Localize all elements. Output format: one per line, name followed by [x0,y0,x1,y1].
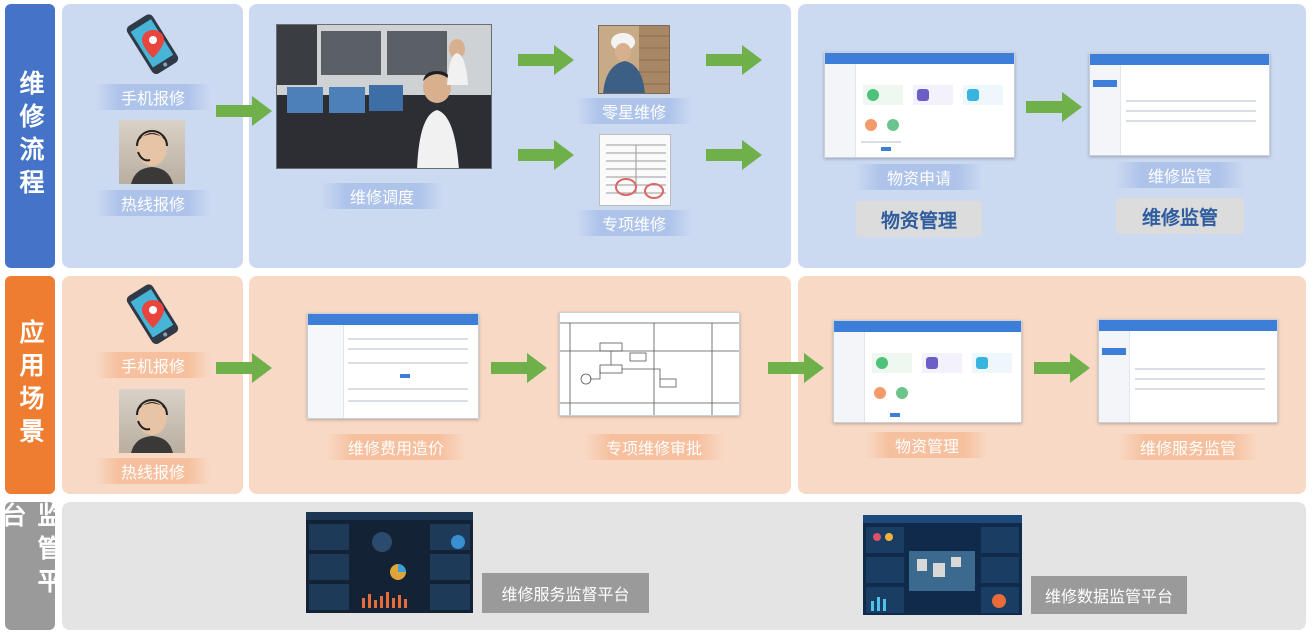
service-monitor-screenshot [1098,319,1278,423]
repair-monitor-button[interactable]: 维修监管 [1116,198,1244,234]
mobile-report-label: 手机报修 [96,84,210,110]
special-approval-label: 专项维修审批 [584,434,724,460]
flow-arrow-icon [706,140,762,170]
special-repair-label: 专项维修 [577,210,691,236]
flow-arrow-icon [1026,92,1082,122]
row-label-platform: 监管平台 [0,502,63,630]
minor-repair-photo [598,25,670,94]
data-supervision-platform-label[interactable]: 维修数据监管平台 [1031,576,1187,614]
dispatch-label: 维修调度 [322,183,442,209]
service-supervision-platform-label[interactable]: 维修服务监督平台 [482,573,649,613]
service-monitor-label: 维修服务监管 [1118,434,1258,460]
material-apply-screenshot [824,52,1015,158]
flow-arrow-icon [706,45,762,75]
mobile-phone-icon [126,284,179,344]
flow-arrow-icon [216,353,272,383]
scene-hotline-report-label: 热线报修 [96,458,210,484]
flow-arrow-icon [1034,353,1090,383]
flow-arrow-icon [216,96,272,126]
service-supervision-dashboard-screenshot [306,512,473,613]
repair-monitor-label: 维修监管 [1116,162,1244,188]
flow-arrow-icon [768,353,824,383]
repair-cost-label: 维修费用造价 [326,434,466,460]
material-management-button[interactable]: 物资管理 [856,201,982,237]
row-label-process: 维修流程 [5,4,55,268]
minor-repair-label: 零星维修 [577,98,691,124]
data-supervision-dashboard-screenshot [863,515,1022,615]
scene-mobile-report-label: 手机报修 [96,352,210,378]
hotline-report-label: 热线报修 [96,190,210,216]
special-approval-flowchart-screenshot [559,312,740,416]
hotline-operator-photo [119,120,185,184]
row-label-scenario: 应用场景 [5,276,55,494]
mobile-phone-icon [126,14,179,74]
special-repair-document-photo [599,134,671,206]
flow-arrow-icon [518,45,574,75]
repair-monitor-screenshot [1089,53,1270,156]
scene-material-screenshot [833,320,1022,423]
scene-hotline-operator-photo [119,389,185,453]
flow-arrow-icon [491,353,547,383]
flow-arrow-icon [518,140,574,170]
material-apply-label: 物资申请 [856,164,982,190]
scene-material-label: 物资管理 [866,432,988,458]
dispatch-control-room-photo [276,24,492,169]
repair-cost-screenshot [307,313,479,419]
